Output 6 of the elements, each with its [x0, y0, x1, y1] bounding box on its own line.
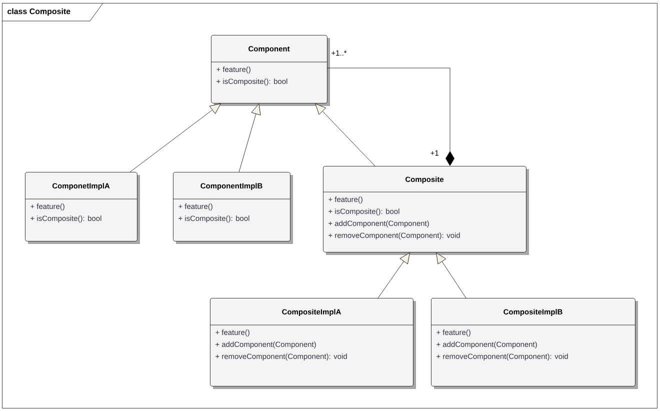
composition-line: [327, 68, 454, 166]
generalization-arrow: [378, 252, 410, 298]
generalization-arrow: [238, 104, 261, 172]
generalization-arrow: [436, 252, 466, 298]
generalization-arrow: [315, 104, 376, 166]
generalization-arrow: [130, 104, 221, 172]
